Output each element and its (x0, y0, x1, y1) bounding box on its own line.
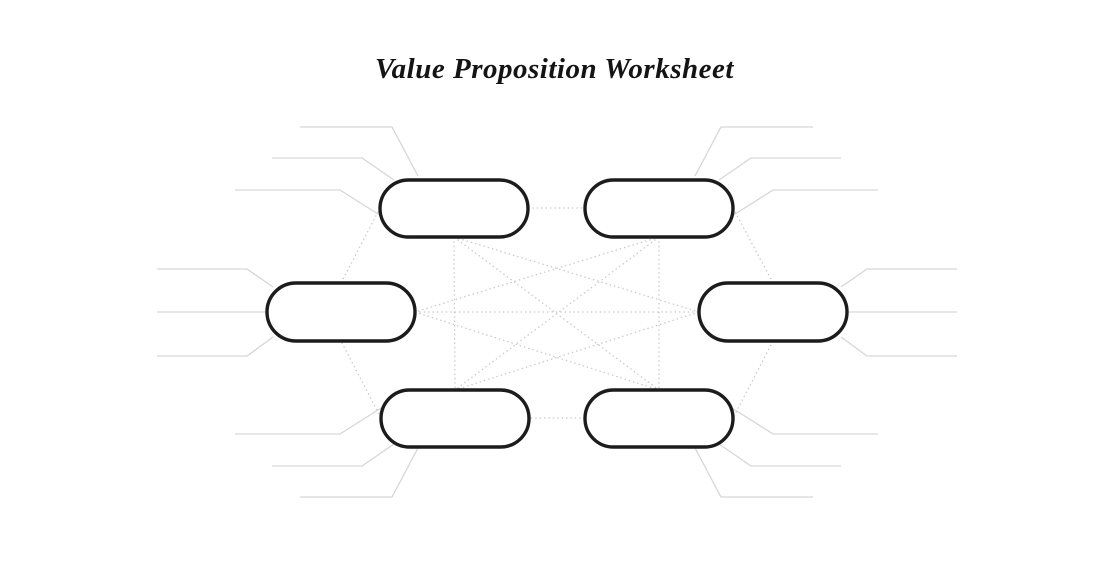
callout-line-top-left-1 (300, 126, 419, 177)
callout-line-middle-left-1 (157, 268, 274, 288)
node-top-left[interactable] (378, 178, 530, 239)
connector-topleft-bottomleft (453, 236, 456, 391)
callout-line-top-right-1 (694, 126, 813, 177)
connector-topleft-middleright (453, 236, 700, 313)
callout-lines (157, 126, 957, 498)
connector-topright-middleleft (414, 236, 660, 313)
callout-line-top-left-3 (235, 189, 382, 217)
node-bottom-left-shape[interactable] (379, 388, 531, 449)
connector-middleleft-topleft (340, 207, 381, 284)
node-middle-left[interactable] (265, 281, 417, 343)
connector-lines (340, 207, 774, 419)
nodes (265, 178, 849, 449)
callout-line-bottom-right-3 (694, 447, 813, 498)
callout-line-top-right-3 (731, 189, 878, 217)
callout-line-bottom-right-1 (731, 407, 878, 435)
node-top-left-shape[interactable] (378, 178, 530, 239)
node-bottom-left[interactable] (379, 388, 531, 449)
node-middle-right-shape[interactable] (697, 281, 849, 343)
connector-middleleft-bottomright (414, 311, 660, 391)
callout-line-middle-right-1 (840, 268, 957, 288)
callout-line-top-left-2 (272, 157, 395, 181)
connector-topright-bottomleft (454, 236, 660, 391)
callout-line-middle-left-3 (157, 336, 274, 357)
callout-line-bottom-left-1 (235, 407, 382, 435)
callout-line-bottom-left-2 (272, 443, 395, 467)
callout-line-bottom-right-2 (718, 443, 841, 467)
node-middle-right[interactable] (697, 281, 849, 343)
node-bottom-right[interactable] (583, 388, 735, 449)
node-bottom-right-shape[interactable] (583, 388, 735, 449)
node-top-right-shape[interactable] (583, 178, 735, 239)
callout-line-top-right-2 (718, 157, 841, 181)
connector-middleright-bottomleft (454, 311, 700, 391)
node-middle-left-shape[interactable] (265, 281, 417, 343)
connector-bottomleft-middleleft (340, 340, 382, 419)
callout-line-bottom-left-3 (300, 447, 419, 498)
node-top-right[interactable] (583, 178, 735, 239)
callout-line-middle-right-3 (840, 336, 957, 357)
page-title: Value Proposition Worksheet (375, 53, 734, 85)
connector-topright-middleright (732, 207, 774, 284)
connector-middleright-bottomright (732, 340, 774, 419)
